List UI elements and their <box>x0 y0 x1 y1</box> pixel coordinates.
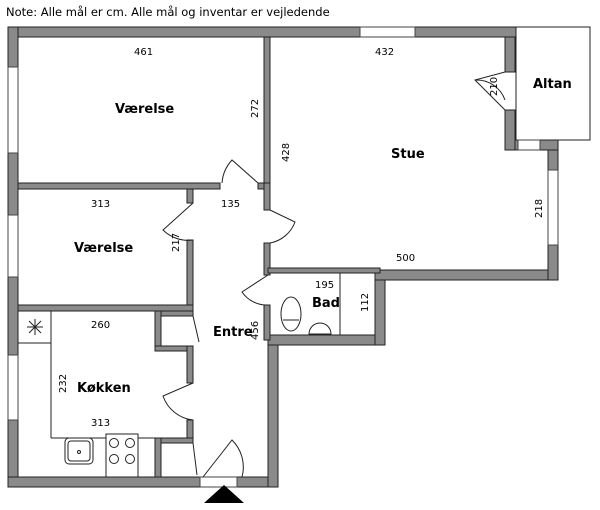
room-label-vaerelse-2: Værelse <box>74 241 133 256</box>
stove-icon <box>105 433 139 478</box>
svg-text:428: 428 <box>281 143 292 162</box>
toilet-icon <box>280 296 302 332</box>
doors <box>162 71 506 478</box>
windows <box>7 26 559 488</box>
svg-text:461: 461 <box>134 47 153 58</box>
svg-text:432: 432 <box>375 47 394 58</box>
svg-text:195: 195 <box>315 280 334 291</box>
room-label-stue: Stue <box>391 147 425 162</box>
note-text: Note: Alle mål er cm. Alle mål og invent… <box>6 5 330 19</box>
extractor-icon <box>27 319 43 335</box>
svg-text:313: 313 <box>91 418 110 429</box>
washbasin-icon <box>308 322 332 335</box>
room-label-altan: Altan <box>533 77 572 92</box>
room-label-vaerelse: Værelse <box>115 102 174 117</box>
svg-text:112: 112 <box>360 293 371 312</box>
room-label-koekken: Køkken <box>77 381 131 396</box>
room-label-bad: Bad <box>312 296 340 311</box>
sink-icon <box>64 437 94 465</box>
entrance-arrow-icon <box>204 485 244 503</box>
svg-text:313: 313 <box>91 199 110 210</box>
room-label-entre: Entre <box>213 325 253 340</box>
svg-text:456: 456 <box>250 321 261 340</box>
balcony-outline <box>515 26 591 141</box>
svg-text:217: 217 <box>171 233 182 252</box>
svg-text:272: 272 <box>250 99 261 118</box>
svg-text:500: 500 <box>396 253 415 264</box>
svg-text:135: 135 <box>221 199 240 210</box>
svg-text:210: 210 <box>489 77 500 96</box>
svg-text:260: 260 <box>91 320 110 331</box>
dimensions: 461 272 432 428 210 218 500 313 217 135 … <box>58 47 545 429</box>
svg-text:232: 232 <box>58 374 69 393</box>
svg-text:218: 218 <box>534 199 545 218</box>
